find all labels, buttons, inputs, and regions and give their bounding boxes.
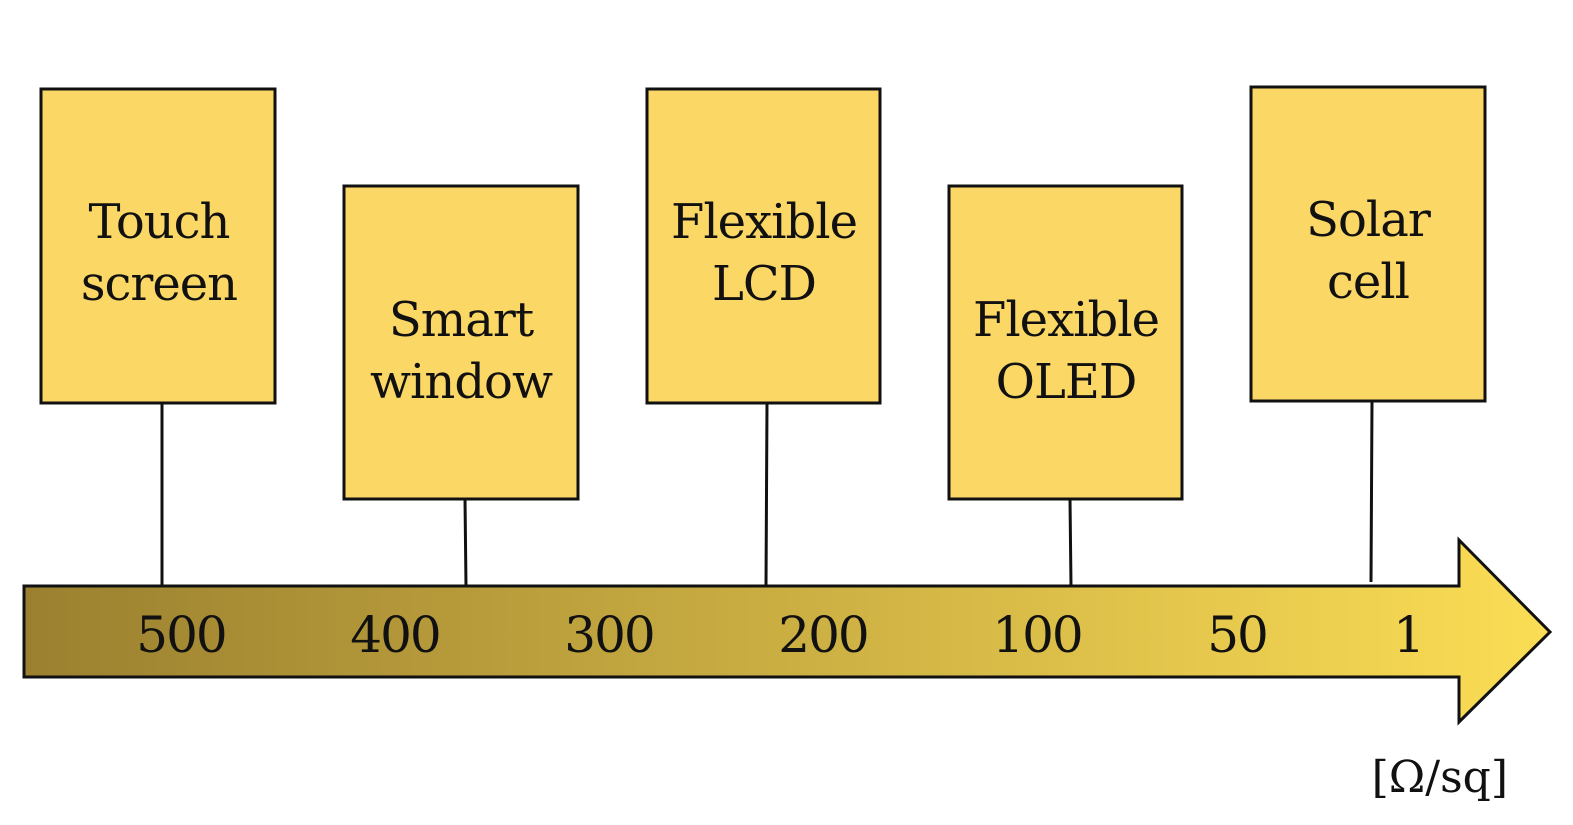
tick-label-100: 100 [992, 606, 1081, 664]
box-label-line2: screen [81, 256, 237, 312]
box-label-line2: cell [1327, 254, 1409, 310]
tick-label-50: 50 [1207, 606, 1267, 664]
box-rect [947, 184, 1184, 501]
application-box-solar-cell: Solar cell [1249, 85, 1487, 403]
scale-arrow [22, 536, 1553, 726]
box-rect [645, 87, 882, 405]
unit-label: [Ω/sq] [1372, 752, 1508, 803]
tick-label-300: 300 [564, 606, 653, 664]
application-box-flexible-oled: Flexible OLED [947, 184, 1184, 501]
tick-label-400: 400 [350, 606, 439, 664]
application-box-flexible-lcd: Flexible LCD [645, 87, 882, 405]
tick-label-500: 500 [136, 606, 225, 664]
box-label-line2: window [370, 354, 553, 410]
connector-flexible-lcd [764, 402, 769, 587]
application-box-touch-screen: Touch screen [39, 87, 277, 405]
box-label-line2: LCD [712, 256, 816, 312]
box-label-line1: Touch [89, 194, 230, 250]
tick-label-200: 200 [778, 606, 867, 664]
connector-lines [160, 400, 1374, 587]
tick-label-1: 1 [1393, 606, 1423, 664]
box-label-line1: Solar [1306, 192, 1431, 248]
connector-smart-window [463, 498, 468, 587]
box-label-line1: Flexible [973, 292, 1159, 348]
box-rect [39, 87, 277, 405]
connector-flexible-oled [1068, 498, 1073, 587]
box-label-line1: Flexible [671, 194, 857, 250]
box-label-line2: OLED [996, 354, 1137, 410]
box-rect [342, 184, 580, 501]
box-rect [1249, 85, 1487, 403]
scale-tick-labels: 500 400 300 200 100 50 1 [136, 606, 1425, 664]
box-label-line1: Smart [389, 292, 534, 348]
application-box-smart-window: Smart window [342, 184, 580, 501]
connector-solar-cell [1369, 400, 1374, 583]
